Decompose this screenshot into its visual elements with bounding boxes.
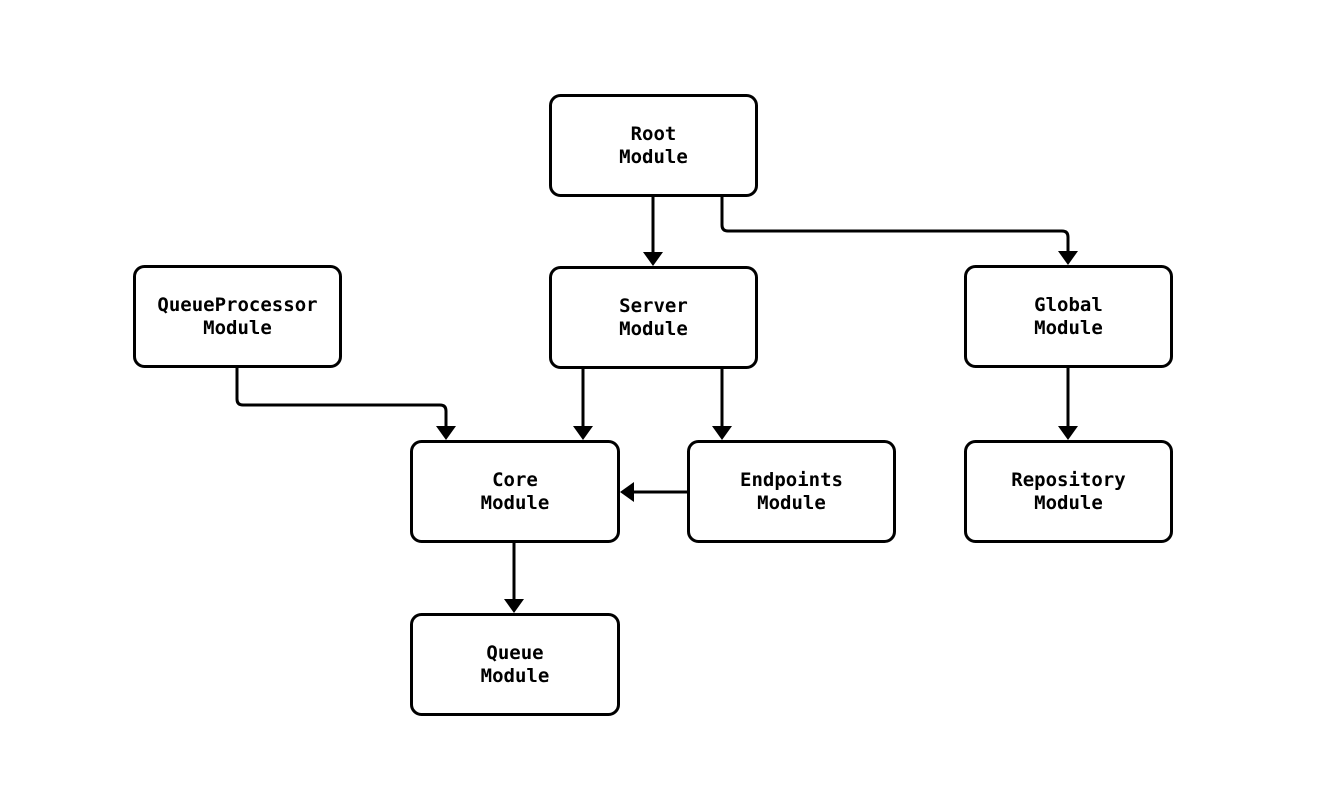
- edge-server-to-core: [573, 369, 593, 440]
- node-label-line2: Module: [203, 317, 272, 339]
- node-box[interactable]: [964, 265, 1173, 368]
- node-label-line2: Module: [757, 492, 826, 514]
- node-box[interactable]: [687, 440, 896, 543]
- edge-line: [720, 197, 1070, 252]
- edge-queueprocessor-to-core: [235, 368, 456, 440]
- node-label-line1: Queue: [486, 642, 543, 664]
- edge-core-to-queue: [504, 543, 524, 613]
- node-label-line1: Global: [1034, 294, 1103, 316]
- arrowhead-icon: [436, 426, 456, 440]
- node-label-line1: Core: [492, 469, 538, 491]
- edge-root-to-server: [643, 197, 663, 266]
- node-box[interactable]: [133, 265, 342, 368]
- arrowhead-icon: [712, 426, 732, 440]
- edge-global-to-repository: [1058, 368, 1078, 440]
- node-box[interactable]: [964, 440, 1173, 543]
- node-label-line2: Module: [619, 146, 688, 168]
- node-label-line1: QueueProcessor: [157, 294, 317, 316]
- node-label-line1: Endpoints: [740, 469, 843, 491]
- node-box[interactable]: [549, 266, 758, 369]
- node-label-line2: Module: [481, 492, 550, 514]
- edge-root-to-global: [720, 197, 1078, 265]
- node-label-line1: Server: [619, 295, 688, 317]
- arrowhead-icon: [1058, 426, 1078, 440]
- edge-server-to-endpoints: [712, 369, 732, 440]
- node-label-line1: Root: [631, 123, 677, 145]
- arrowhead-icon: [643, 252, 663, 266]
- arrowhead-icon: [620, 482, 634, 502]
- node-label-line1: Repository: [1011, 469, 1125, 491]
- node-box[interactable]: [410, 613, 620, 716]
- edge-endpoints-to-core: [620, 482, 687, 502]
- node-box[interactable]: [410, 440, 620, 543]
- nodes-layer: RootModuleQueueProcessorModuleServerModu…: [133, 94, 1173, 716]
- node-label-line2: Module: [619, 318, 688, 340]
- edges-layer: [235, 197, 1078, 613]
- arrowhead-icon: [1058, 251, 1078, 265]
- edge-line: [235, 368, 448, 427]
- node-box[interactable]: [549, 94, 758, 197]
- node-label-line2: Module: [1034, 317, 1103, 339]
- arrowhead-icon: [504, 599, 524, 613]
- node-label-line2: Module: [1034, 492, 1103, 514]
- arrowhead-icon: [573, 426, 593, 440]
- node-label-line2: Module: [481, 665, 550, 687]
